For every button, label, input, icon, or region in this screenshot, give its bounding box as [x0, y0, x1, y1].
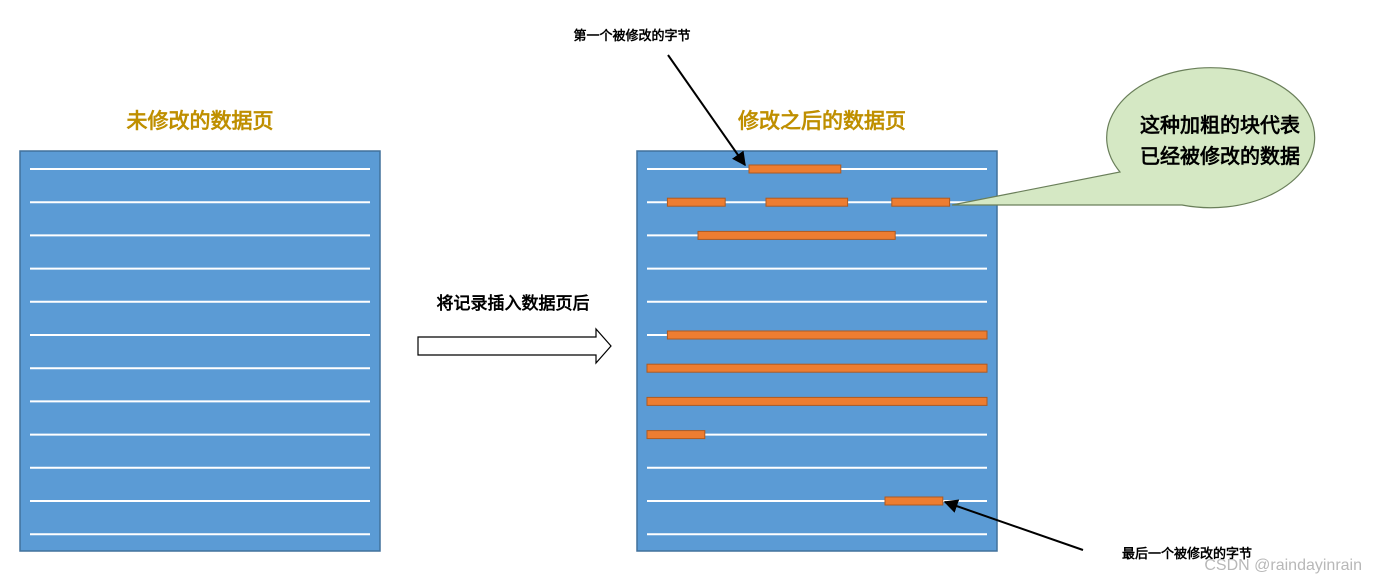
modified-segment [646, 396, 988, 406]
modified-segment [666, 330, 988, 340]
modified-segments [646, 164, 988, 506]
last-byte-note: 最后一个被修改的字节 [1122, 546, 1252, 562]
bubble-line-2: 已经被修改的数据 [1140, 144, 1300, 168]
modified-segment [666, 197, 726, 207]
insert-record-label: 将记录插入数据页后 [437, 293, 590, 314]
bubble-line-1: 这种加粗的块代表 [1140, 113, 1301, 137]
last-byte-arrow [943, 499, 1084, 551]
first-byte-arrow [667, 54, 746, 167]
right-arrow-icon [417, 327, 612, 365]
unmodified-data-page [19, 150, 381, 552]
left-page-body [19, 150, 381, 552]
modified-segment [765, 197, 849, 207]
modified-segment [748, 164, 842, 174]
callout-bubble: 这种加粗的块代表 已经被修改的数据 [951, 67, 1316, 209]
modified-segment [884, 496, 944, 506]
left-page-title: 未修改的数据页 [127, 109, 274, 133]
right-page-body [636, 150, 998, 552]
watermark: CSDN @raindayinrain [1204, 557, 1362, 574]
modified-segment [646, 363, 988, 373]
left-page-lines [30, 168, 370, 536]
modified-segment [697, 230, 896, 240]
modified-data-page [636, 150, 998, 552]
modified-segment [646, 430, 706, 440]
first-byte-note: 第一个被修改的字节 [573, 28, 690, 44]
modified-segment [891, 197, 951, 207]
right-page-title: 修改之后的数据页 [737, 109, 906, 133]
